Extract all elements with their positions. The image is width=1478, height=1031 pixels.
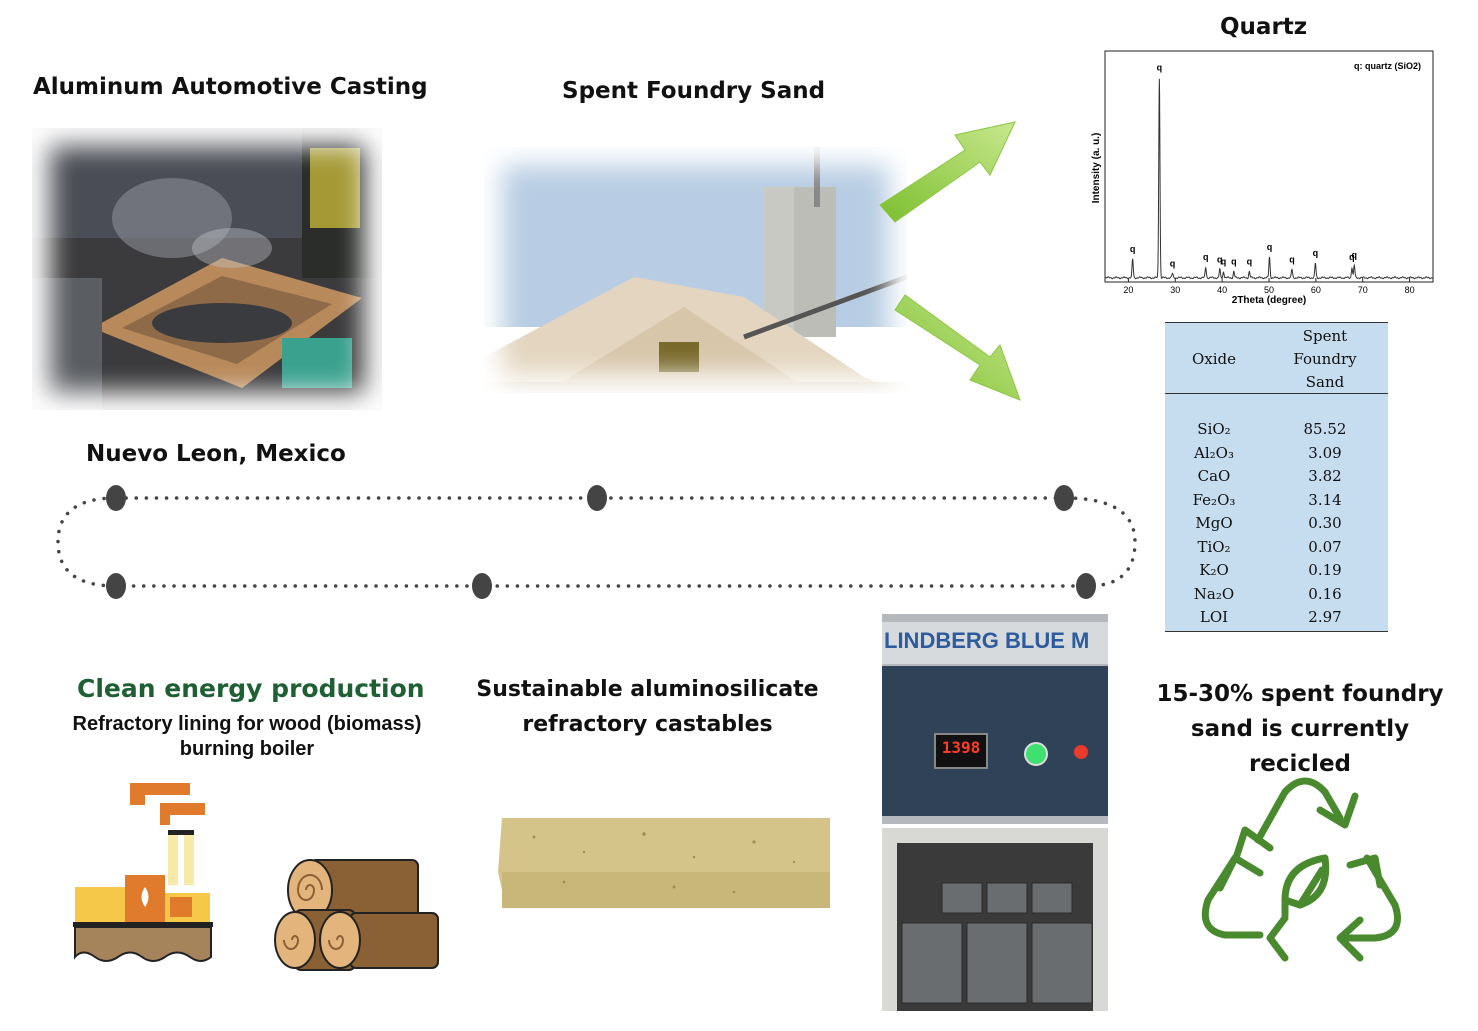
- power-button-red[interactable]: [1074, 745, 1088, 759]
- timeline-node: [587, 485, 607, 511]
- xrd-peak-label: q: [1170, 258, 1176, 268]
- value-cell: 0.16: [1308, 585, 1342, 603]
- arrow-to-table-icon: [894, 294, 1021, 401]
- factory-icon: [73, 783, 213, 962]
- xrd-peak-label: q: [1289, 254, 1295, 264]
- xrd-x-tick-label: 70: [1358, 285, 1368, 295]
- xrd-legend: q: quartz (SiO2): [1354, 61, 1421, 71]
- xrd-peak-label: q: [1313, 248, 1319, 258]
- casting-heading: Aluminum Automotive Casting: [33, 74, 428, 100]
- oxide-cell: Al₂O₃: [1194, 444, 1234, 462]
- xrd-peak-label: q: [1231, 256, 1237, 266]
- oxide-cell: CaO: [1197, 467, 1231, 485]
- xrd-x-tick-label: 30: [1170, 285, 1180, 295]
- xrd-ylabel: Intensity (a. u.): [1091, 133, 1102, 204]
- oxide-table-header: Oxide Spent Foundry Sand: [1165, 323, 1388, 394]
- timeline-node: [1054, 485, 1074, 511]
- power-button-green[interactable]: [1024, 742, 1048, 766]
- table-row: Fe₂O₃ 3.14: [1165, 491, 1388, 514]
- oxide-cell: MgO: [1195, 514, 1233, 532]
- value-cell: 0.19: [1308, 561, 1342, 579]
- value-cell: 3.14: [1308, 491, 1342, 509]
- table-row: CaO 3.82: [1165, 467, 1388, 490]
- timeline-node: [106, 485, 126, 511]
- oxide-cell: Na₂O: [1193, 585, 1235, 603]
- table-row: SiO₂ 85.52: [1165, 420, 1388, 443]
- sand-heading: Spent Foundry Sand: [562, 78, 826, 104]
- refractory-lining-line2: burning boiler: [179, 738, 315, 760]
- oxide-header: Oxide: [1191, 350, 1237, 368]
- xrd-x-tick-label: 80: [1405, 285, 1415, 295]
- xrd-peak-label: q: [1157, 63, 1163, 73]
- value-cell: 85.52: [1303, 420, 1347, 438]
- oxide-cell: LOI: [1199, 608, 1229, 626]
- xrd-x-tick-label: 40: [1217, 285, 1227, 295]
- xrd-peak-label: q: [1217, 254, 1223, 264]
- oxide-cell: K₂O: [1199, 561, 1229, 579]
- xrd-pattern-line: [1104, 78, 1434, 280]
- table-row: Al₂O₃ 3.09: [1165, 444, 1388, 467]
- xrd-x-tick-label: 60: [1311, 285, 1321, 295]
- casting-photo: [32, 128, 382, 410]
- xrd-peak-label: q: [1203, 252, 1209, 262]
- oxide-table: Oxide Spent Foundry Sand SiO₂ 85.52 Al₂O₃…: [1165, 322, 1388, 632]
- table-row: K₂O 0.19: [1165, 561, 1388, 584]
- table-row: TiO₂ 0.07: [1165, 538, 1388, 561]
- table-row: MgO 0.30: [1165, 514, 1388, 537]
- xrd-chart: q: quartz (SiO2) 2Theta (degree) Intensi…: [1085, 48, 1437, 310]
- xrd-peak-label: q: [1221, 256, 1227, 266]
- xrd-peak-label: q: [1352, 250, 1358, 260]
- value-cell: 3.82: [1308, 467, 1342, 485]
- xrd-peak-label: q: [1267, 242, 1273, 252]
- dotted-loop-timeline: [56, 485, 1137, 599]
- oxide-cell: TiO₂: [1197, 538, 1231, 556]
- timeline-node: [106, 573, 126, 599]
- furnace-control-photo: LINDBERG BLUE M 1398: [882, 614, 1108, 824]
- recycled-line2: sand is currently recicled: [1190, 716, 1410, 777]
- timeline-node: [1076, 573, 1096, 599]
- value-cell: 0.07: [1308, 538, 1342, 556]
- table-row: LOI 2.97: [1165, 608, 1388, 631]
- castables-line1: Sustainable aluminosilicate: [476, 677, 819, 702]
- xrd-peak-label: q: [1349, 252, 1355, 262]
- value-header-line3: Sand: [1305, 373, 1345, 391]
- temperature-readout: 1398: [941, 738, 981, 757]
- xrd-peak-label: q: [1130, 244, 1136, 254]
- recycle-icon: [1201, 777, 1401, 962]
- value-cell: 0.30: [1308, 514, 1342, 532]
- oxide-cell: Fe₂O₃: [1192, 491, 1236, 509]
- location-heading: Nuevo Leon, Mexico: [86, 441, 346, 467]
- xrd-chart-svg: q: quartz (SiO2) 2Theta (degree) Intensi…: [1091, 50, 1434, 306]
- arrow-to-quartz-icon: [879, 121, 1016, 223]
- refractory-lining-line1: Refractory lining for wood (biomass): [72, 713, 422, 735]
- dotted-loop-path: [56, 496, 1137, 588]
- oxide-cell: SiO₂: [1197, 420, 1231, 438]
- flow-arrows: [879, 121, 1021, 401]
- logs-icon: [274, 859, 439, 971]
- recycled-line1: 15-30% spent foundry: [1156, 681, 1444, 707]
- castables-line2: refractory castables: [522, 712, 773, 737]
- value-header-line1: Spent: [1302, 327, 1348, 345]
- timeline-node: [472, 573, 492, 599]
- value-cell: 2.97: [1308, 608, 1342, 626]
- xrd-x-tick-label: 50: [1264, 285, 1274, 295]
- furnace-brand: LINDBERG BLUE M: [884, 628, 1090, 653]
- xrd-peak-label: q: [1247, 256, 1253, 266]
- value-cell: 3.09: [1308, 444, 1342, 462]
- temperature-display: 1398: [934, 733, 988, 769]
- xrd-xlabel: 2Theta (degree): [1232, 295, 1306, 306]
- quartz-heading: Quartz: [1220, 14, 1308, 40]
- furnace-interior-photo: [882, 828, 1108, 1011]
- castable-brick-photo: [494, 812, 834, 914]
- xrd-x-tick-label: 20: [1123, 285, 1133, 295]
- clean-energy-title: Clean energy production: [77, 674, 425, 703]
- sand-pile-photo: [484, 147, 907, 393]
- table-row: Na₂O 0.16: [1165, 585, 1388, 608]
- value-header-line2: Foundry: [1293, 350, 1357, 368]
